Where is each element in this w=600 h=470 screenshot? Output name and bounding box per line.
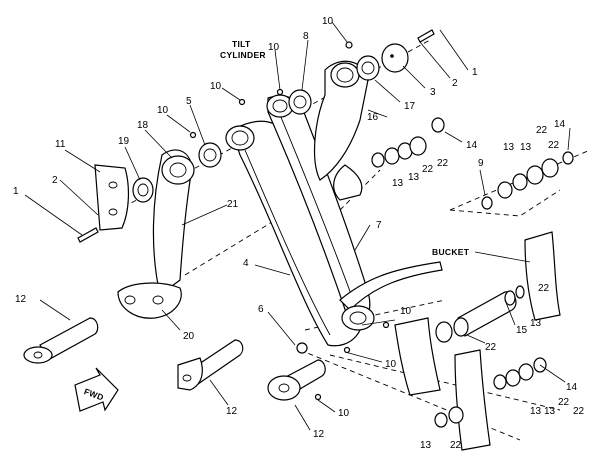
part-number-1-right: 1 <box>472 67 478 78</box>
part-number-22-lower-b: 22 <box>573 406 585 417</box>
part-number-7: 7 <box>376 220 382 231</box>
part-number-8: 8 <box>303 31 309 42</box>
part-number-9: 9 <box>478 158 484 169</box>
part-number-10-b: 10 <box>210 81 222 92</box>
part-number-labels: 1 2 11 19 18 10 5 10 10 8 10 1 2 3 17 16… <box>13 16 585 451</box>
lower-right-washers <box>434 321 547 428</box>
part-number-21: 21 <box>227 199 239 210</box>
part-number-17: 17 <box>404 101 416 112</box>
part-number-6: 6 <box>258 304 264 315</box>
part-number-16: 16 <box>367 112 379 123</box>
upper-washers <box>132 43 409 203</box>
part-number-22-right-a: 22 <box>536 125 548 136</box>
pins <box>23 317 326 401</box>
part-number-12-bottom: 12 <box>313 429 325 440</box>
part-number-15: 15 <box>516 325 528 336</box>
part-number-10-a: 10 <box>157 105 169 116</box>
bucket-link <box>339 261 443 331</box>
part-number-10-c: 10 <box>268 42 280 53</box>
part-number-14-right: 14 <box>554 119 566 130</box>
part-number-13-right-a: 13 <box>503 142 515 153</box>
bucket-label: BUCKET <box>432 247 470 257</box>
part-number-13-lower-b: 13 <box>530 406 542 417</box>
part-number-12-mid: 12 <box>226 406 238 417</box>
tilt-cylinder-label-line2: CYLINDER <box>220 50 266 60</box>
part-number-22-bottom: 22 <box>450 440 462 451</box>
part-number-22-lower-a: 22 <box>558 397 570 408</box>
tilt-cylinder-label-line1: TILT <box>232 39 251 49</box>
mount-bracket <box>94 164 129 231</box>
part-number-1-left: 1 <box>13 186 19 197</box>
part-number-13-upper-b: 13 <box>392 178 404 189</box>
part-number-13-lower-a: 13 <box>544 406 556 417</box>
part-number-13-right-b: 13 <box>520 142 532 153</box>
fittings <box>77 29 435 401</box>
part-number-11: 11 <box>55 139 66 150</box>
part-number-22-upper-b: 22 <box>422 164 434 175</box>
part-number-10-d: 10 <box>322 16 334 27</box>
part-number-14-upper: 14 <box>466 140 478 151</box>
bucket-brackets <box>394 231 561 451</box>
part-number-18: 18 <box>137 120 149 131</box>
part-number-22-bucket: 22 <box>538 283 550 294</box>
part-number-10-g: 10 <box>338 408 350 419</box>
part-number-22-pin: 22 <box>485 342 497 353</box>
bucket-pin <box>453 285 525 337</box>
part-number-12-left: 12 <box>15 294 27 305</box>
part-number-22-right-b: 22 <box>548 140 560 151</box>
part-number-10-e: 10 <box>400 306 412 317</box>
tilt-lever <box>313 60 369 201</box>
part-number-4: 4 <box>243 258 249 269</box>
part-number-5: 5 <box>186 96 192 107</box>
left-link-arm <box>117 149 195 319</box>
part-number-19: 19 <box>118 136 130 147</box>
part-number-14-lower: 14 <box>566 382 578 393</box>
mid-washer-stack <box>371 117 445 168</box>
part-number-2-right: 2 <box>452 78 458 89</box>
part-number-20: 20 <box>183 331 195 342</box>
part-number-22-upper: 22 <box>437 158 449 169</box>
leader-lines <box>24 21 571 431</box>
part-number-13-bucket: 13 <box>530 318 542 329</box>
part-number-3: 3 <box>430 87 436 98</box>
forward-arrow: FWD <box>74 367 119 412</box>
part-number-13-bottom: 13 <box>420 440 432 451</box>
part-number-10-f: 10 <box>385 359 397 370</box>
part-number-13-upper: 13 <box>408 172 420 183</box>
lift-arm <box>225 94 371 347</box>
part-number-2-left: 2 <box>52 175 58 186</box>
right-washer-stack <box>481 151 574 210</box>
